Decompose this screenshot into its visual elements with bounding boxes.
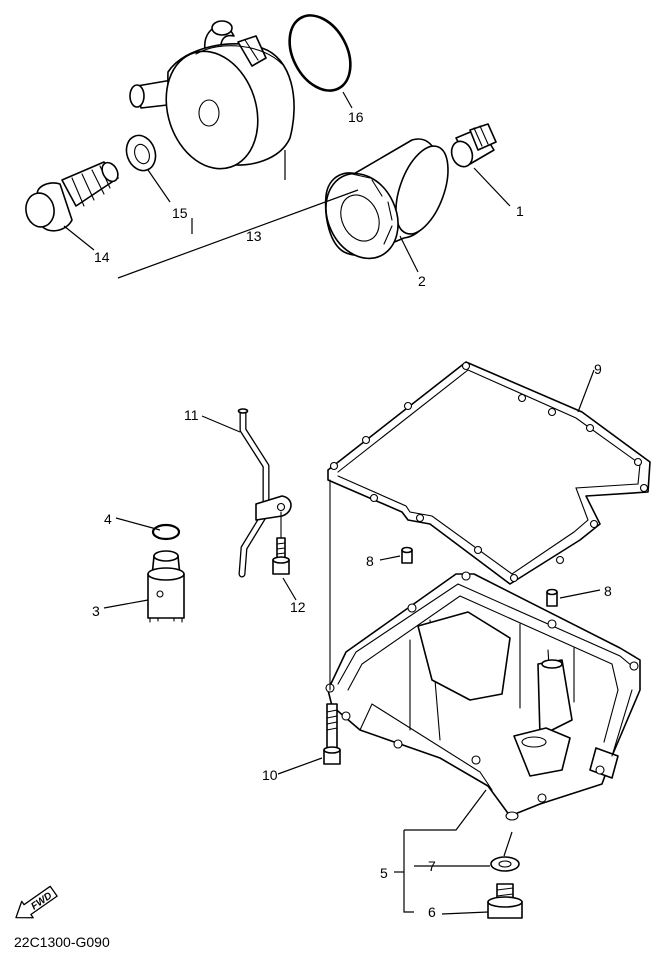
oil-cooler-assembly (129, 20, 295, 170)
strainer-3 (147, 550, 185, 623)
o-ring-16 (288, 14, 352, 92)
oil-filter-2 (324, 138, 449, 260)
oil-pan-gasket-9 (327, 361, 651, 585)
union-bolt-14 (25, 161, 119, 232)
callout-8b: 8 (604, 583, 612, 599)
callout-13: 13 (246, 228, 262, 244)
callout-8a: 8 (366, 553, 374, 569)
dowel-pin-8a (401, 546, 413, 564)
o-ring-4 (151, 523, 181, 541)
drain-bolt-6 (487, 883, 523, 919)
callout-4: 4 (104, 511, 112, 527)
callout-11: 11 (184, 407, 199, 423)
callout-12: 12 (290, 599, 306, 615)
callout-5: 5 (380, 865, 388, 881)
callout-10: 10 (262, 767, 278, 783)
callout-numbers: 1 2 3 4 5 6 7 8 8 9 10 11 12 13 14 15 16 (92, 109, 612, 920)
oil-pipe-11 (237, 408, 292, 578)
callout-14: 14 (94, 249, 110, 265)
gasket-bolt-holes (329, 361, 649, 583)
callout-16: 16 (348, 109, 364, 125)
callout-6: 6 (428, 904, 436, 920)
callout-7: 7 (428, 858, 436, 874)
callout-1: 1 (516, 203, 524, 219)
forward-arrow-icon: FWD (15, 885, 58, 919)
bolt-10 (323, 703, 341, 765)
gasket-15 (125, 134, 157, 172)
dowel-pin-8b (546, 588, 558, 607)
drawing-code: 22C1300-G090 (14, 934, 110, 950)
callout-2: 2 (418, 273, 426, 289)
drain-gasket-7 (490, 856, 520, 872)
callout-15: 15 (172, 205, 188, 221)
filter-stud-1 (450, 123, 497, 168)
bolt-12 (272, 537, 290, 575)
oil-pan (325, 571, 641, 821)
callout-9: 9 (594, 361, 602, 377)
callout-3: 3 (92, 603, 100, 619)
